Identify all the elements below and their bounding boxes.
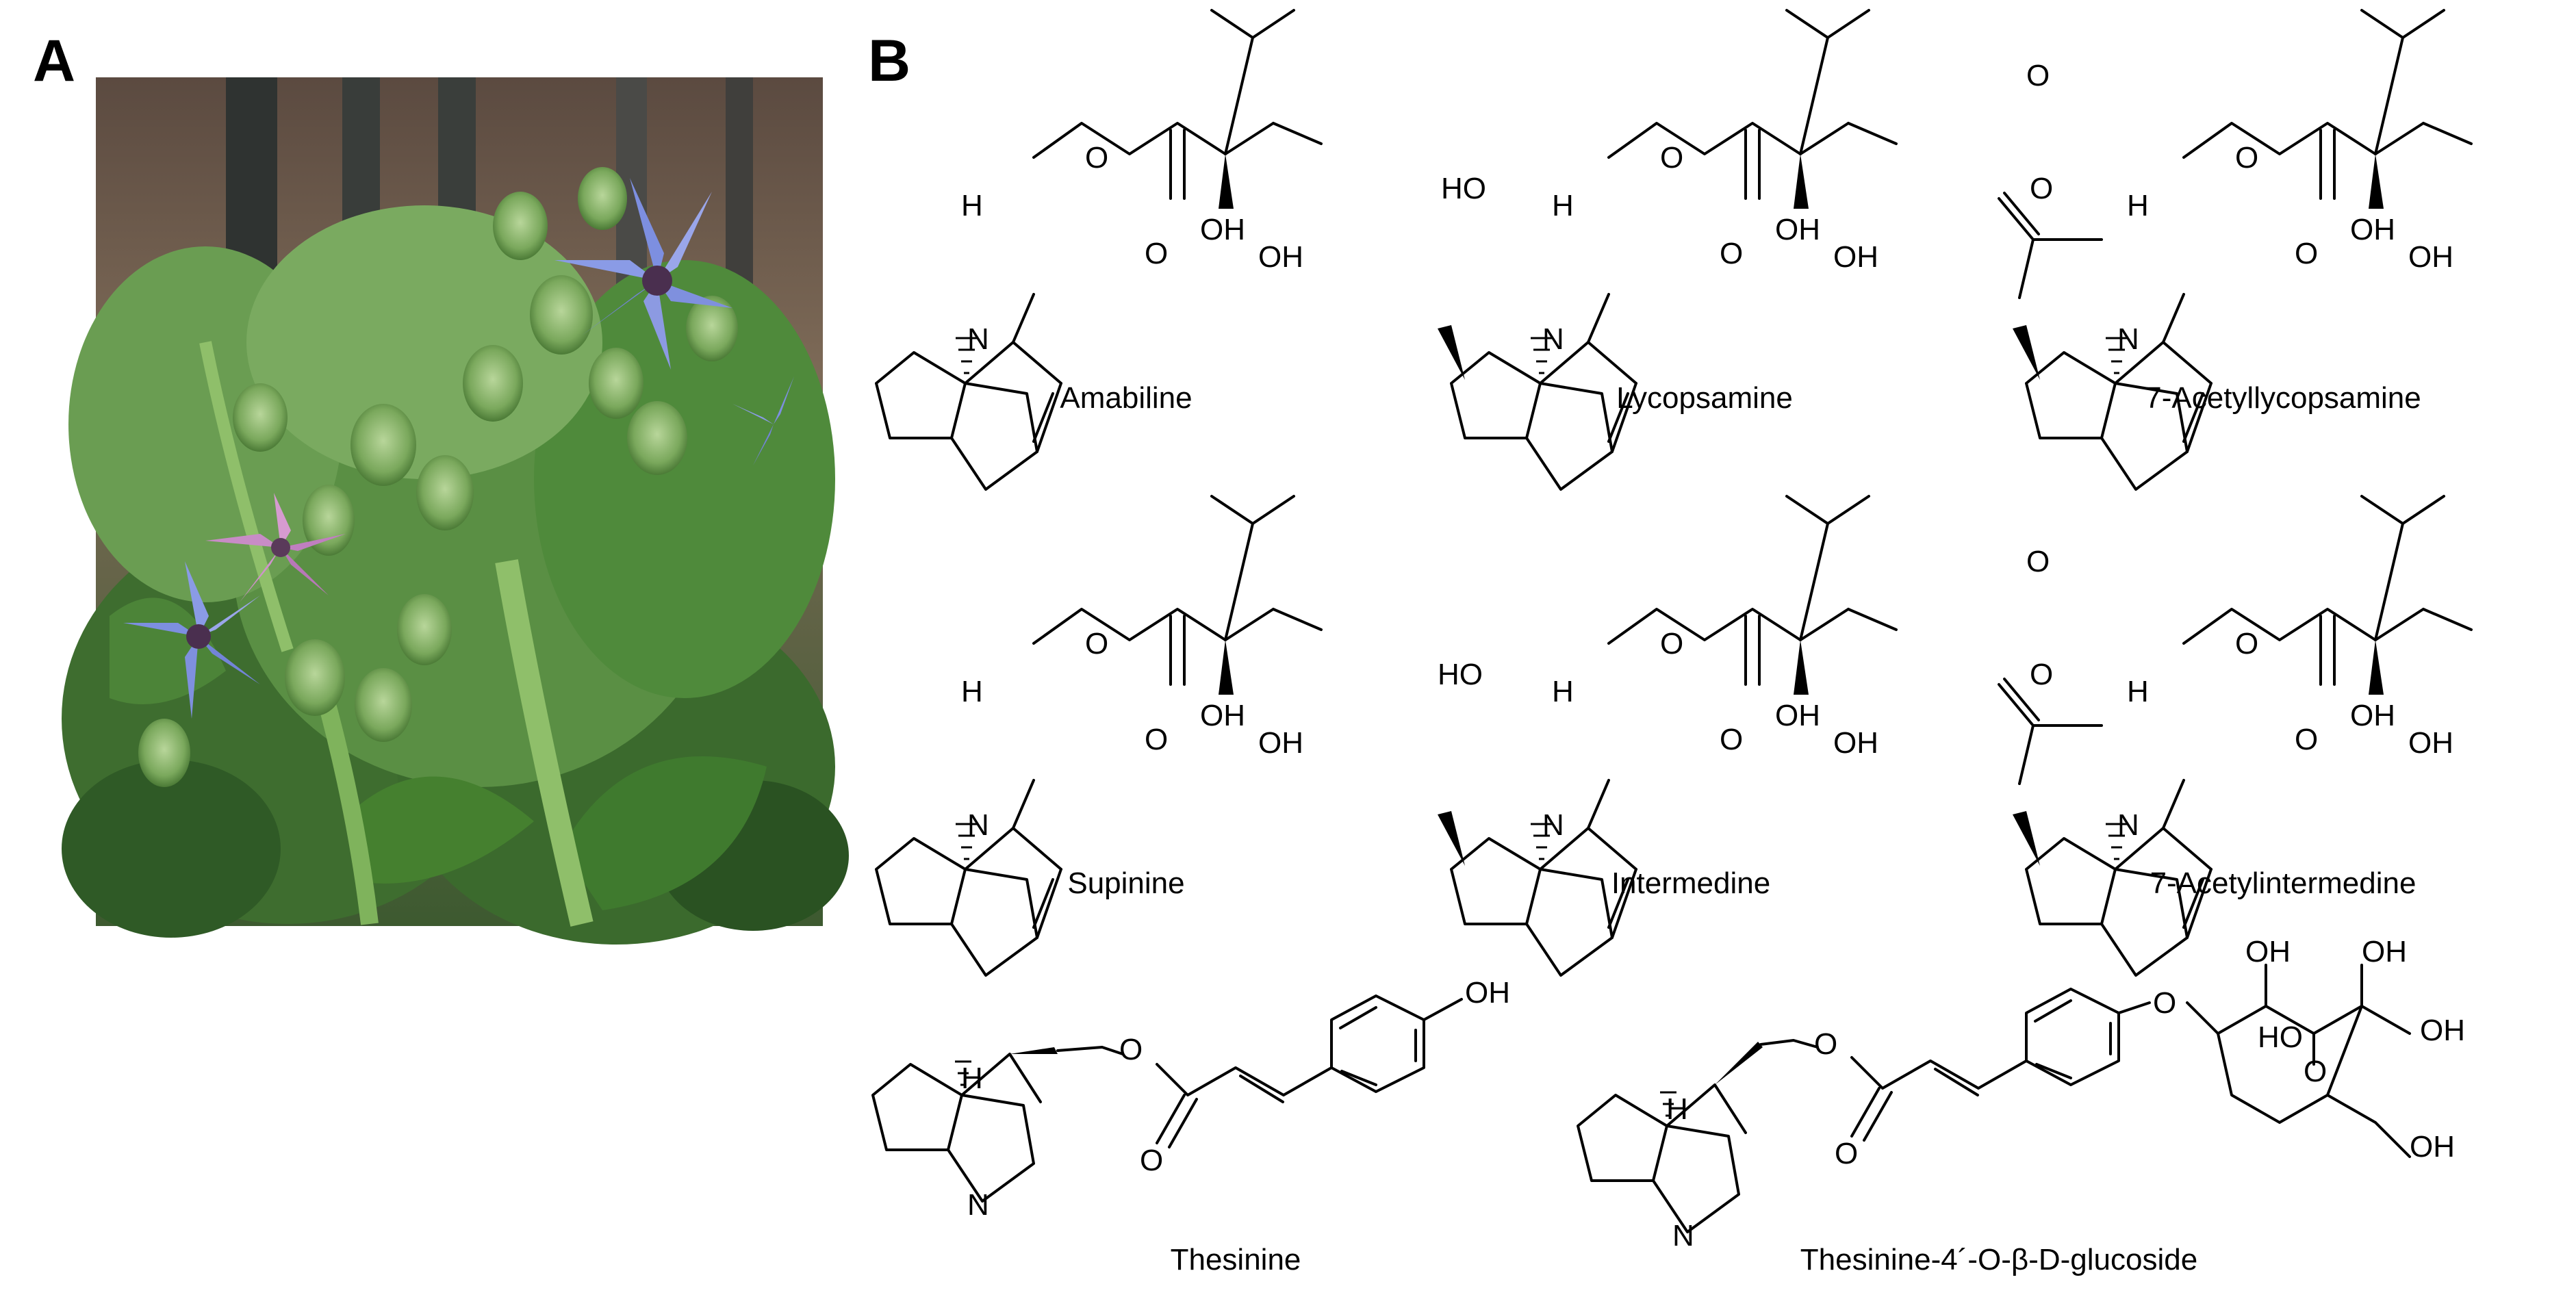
atom-oh: OH	[1200, 213, 1245, 246]
panel-label-a: A	[33, 28, 75, 94]
atom-oh: OH	[2408, 726, 2453, 760]
atom-oh: OH	[2350, 213, 2395, 246]
atom-n: N	[2117, 322, 2139, 356]
atom-o: O	[1720, 723, 1743, 756]
atom-oh: OH	[2408, 240, 2453, 274]
atom-o: O	[1145, 237, 1168, 270]
atom-o: O	[1140, 1144, 1163, 1177]
panel-label-b: B	[868, 28, 910, 94]
atom-o: O	[1720, 237, 1743, 270]
compound-name: Amabiline	[1060, 381, 1192, 415]
atom-oh: OH	[2410, 1130, 2455, 1164]
atom-o: O	[1119, 1033, 1143, 1066]
structure-lycopsamine	[1438, 9, 1898, 491]
atom-h: H	[961, 189, 983, 222]
atom-oh: OH	[1833, 726, 1878, 760]
atom-o: O	[2030, 172, 2053, 205]
atom-h: H	[1552, 189, 1574, 222]
atom-o: O	[1660, 141, 1683, 175]
atom-n: N	[967, 322, 989, 356]
atom-ho: HO	[1438, 658, 1483, 691]
atom-n: N	[1672, 1219, 1694, 1253]
atom-o: O	[2304, 1055, 2327, 1088]
atom-oh: OH	[2362, 935, 2407, 968]
atom-oh: OH	[2350, 699, 2395, 732]
borage-photo	[62, 77, 849, 945]
atom-o: O	[2153, 986, 2176, 1020]
compound-name: 7-Acetylintermedine	[2150, 866, 2416, 900]
atom-ho: HO	[2258, 1020, 2303, 1054]
compound-name: 7-Acetyllycopsamine	[2145, 381, 2421, 415]
compound-name: Thesinine	[1171, 1243, 1301, 1276]
atom-o: O	[1835, 1137, 1858, 1170]
atom-oh: OH	[1775, 699, 1820, 732]
atom-h: H	[961, 1062, 983, 1095]
atom-o: O	[2026, 59, 2050, 92]
compound-name: Thesinine-4´-O-β-D-glucoside	[1800, 1243, 2197, 1276]
atom-oh: OH	[1258, 240, 1303, 274]
atom-n: N	[2117, 808, 2139, 842]
atom-n: N	[967, 1188, 989, 1222]
structure-supinine	[875, 495, 1323, 977]
structure-thesinine	[871, 994, 1463, 1203]
atom-oh: OH	[2420, 1014, 2465, 1047]
atom-oh: OH	[2245, 935, 2291, 968]
atom-h: H	[2127, 189, 2149, 222]
atom-oh: OH	[1258, 726, 1303, 760]
compound-name: Supinine	[1067, 866, 1184, 900]
atom-o: O	[2235, 141, 2258, 175]
atom-oh: OH	[1465, 976, 1510, 1010]
atom-oh: OH	[1775, 213, 1820, 246]
structure-7-acetyllycopsamine	[1998, 9, 2473, 491]
atom-o: O	[1085, 141, 1108, 175]
atom-o: O	[1145, 723, 1168, 756]
atom-o: O	[1085, 627, 1108, 660]
atom-h: H	[1666, 1092, 1688, 1126]
atom-n: N	[1542, 808, 1564, 842]
atom-o: O	[2030, 658, 2053, 691]
atom-o: O	[1814, 1027, 1837, 1061]
atom-o: O	[2026, 545, 2050, 578]
atom-oh: OH	[1200, 699, 1245, 732]
structure-intermedine	[1438, 495, 1898, 977]
atom-h: H	[961, 675, 983, 708]
atom-oh: OH	[1833, 240, 1878, 274]
compound-name: Lycopsamine	[1616, 381, 1793, 415]
atom-o: O	[2295, 723, 2318, 756]
atom-ho: HO	[1441, 172, 1486, 205]
atom-n: N	[1542, 322, 1564, 356]
atom-o: O	[2295, 237, 2318, 270]
structure-7-acetylintermedine	[1998, 495, 2473, 977]
atom-h: H	[1552, 675, 1574, 708]
compound-name: Intermedine	[1611, 866, 1770, 900]
atom-o: O	[1660, 627, 1683, 660]
structure-thesinine-glucoside	[1577, 964, 2411, 1233]
atom-o: O	[2235, 627, 2258, 660]
structure-amabiline	[875, 9, 1323, 491]
atom-n: N	[967, 808, 989, 842]
atom-h: H	[2127, 675, 2149, 708]
